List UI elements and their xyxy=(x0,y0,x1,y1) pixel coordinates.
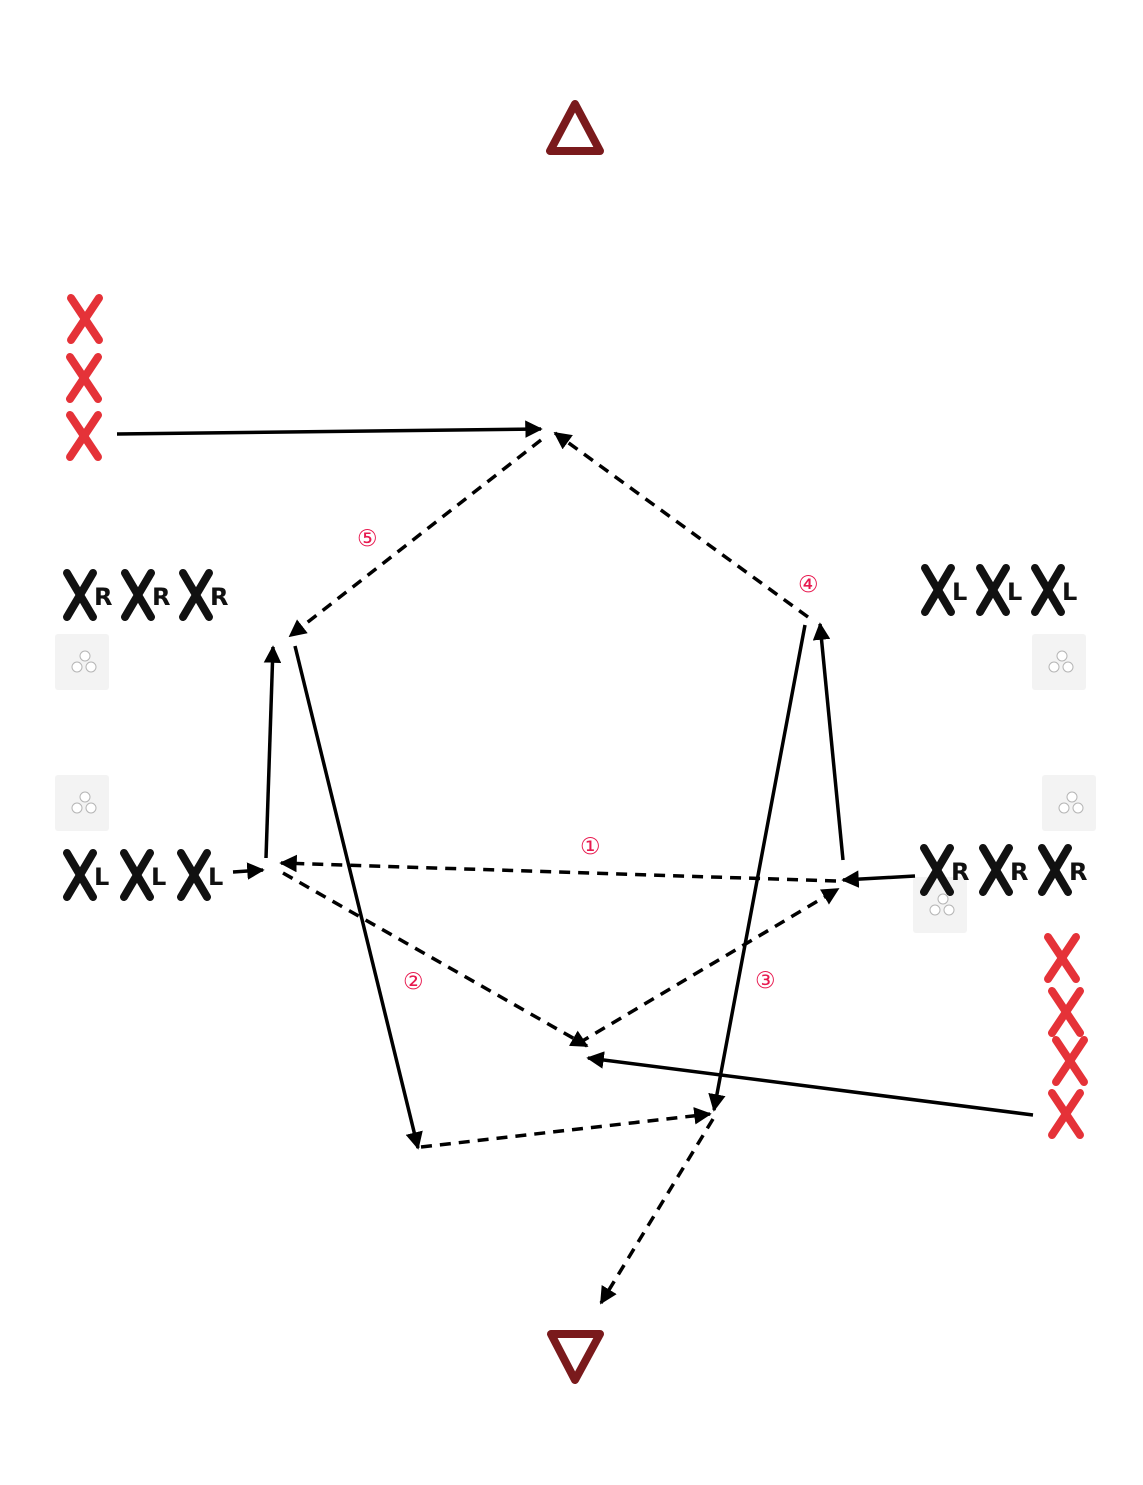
pass-arrow-5 xyxy=(288,438,543,638)
top-goal-cone xyxy=(546,100,604,155)
player-foot-label: R xyxy=(210,583,228,611)
player-x-icon xyxy=(921,564,955,616)
step-label-3: ③ xyxy=(755,968,776,994)
pass-arrow-4 xyxy=(553,431,810,619)
run-arrow-mid-left-in xyxy=(232,862,265,880)
player-foot-label: L xyxy=(94,863,109,891)
player-x-icon xyxy=(979,844,1013,896)
step-label-2: ② xyxy=(403,969,424,995)
run-arrow-mid-right-up xyxy=(812,622,845,861)
player-foot-label: R xyxy=(951,858,969,886)
player-x-icon xyxy=(121,569,155,621)
pass-arrow-2 xyxy=(282,871,589,1048)
shot-arrow xyxy=(599,1118,715,1305)
soccer-balls-icon xyxy=(55,634,109,690)
player-foot-label: R xyxy=(94,583,112,611)
player-foot-label: L xyxy=(1062,578,1077,606)
run-arrow-bottom-right xyxy=(586,1051,1034,1117)
player-x-icon xyxy=(976,564,1010,616)
player-foot-label: R xyxy=(1010,858,1028,886)
player-x-icon xyxy=(179,569,213,621)
bottom-goal-cone xyxy=(547,1330,604,1384)
player-x-icon xyxy=(1031,564,1065,616)
player-x-icon xyxy=(1038,844,1072,896)
defender-x-icon xyxy=(67,294,103,344)
defender-x-icon xyxy=(66,353,102,403)
player-foot-label: L xyxy=(208,863,223,891)
step-label-4: ④ xyxy=(798,572,819,598)
player-foot-label: R xyxy=(152,583,170,611)
defender-x-icon xyxy=(1052,1036,1088,1086)
run-arrow-left-down xyxy=(293,645,423,1150)
pass-arrow-1 xyxy=(279,854,837,883)
soccer-balls-icon xyxy=(55,775,109,831)
step-label-1: ① xyxy=(580,834,601,860)
player-x-icon xyxy=(63,849,97,901)
player-x-icon xyxy=(63,569,97,621)
soccer-balls-icon xyxy=(1032,634,1086,690)
run-arrow-mid-right-in xyxy=(841,870,916,888)
step-label-5: ⑤ xyxy=(357,526,378,552)
player-foot-label: R xyxy=(1069,858,1087,886)
player-x-icon xyxy=(120,849,154,901)
run-arrow-mid-left-up xyxy=(263,645,282,859)
player-x-icon xyxy=(920,844,954,896)
pass-arrow-bottom xyxy=(420,1107,712,1149)
player-foot-label: L xyxy=(151,863,166,891)
run-arrow-top-left xyxy=(116,420,543,438)
player-foot-label: L xyxy=(1007,578,1022,606)
run-arrow-right-down xyxy=(708,624,807,1112)
defender-x-icon xyxy=(1044,933,1080,983)
player-foot-label: L xyxy=(952,578,967,606)
player-x-icon xyxy=(177,849,211,901)
soccer-balls-icon xyxy=(1042,775,1096,831)
pass-arrow-3 xyxy=(578,887,840,1045)
defender-x-icon xyxy=(1048,987,1084,1037)
defender-x-icon xyxy=(66,411,102,461)
defender-x-icon xyxy=(1048,1089,1084,1139)
